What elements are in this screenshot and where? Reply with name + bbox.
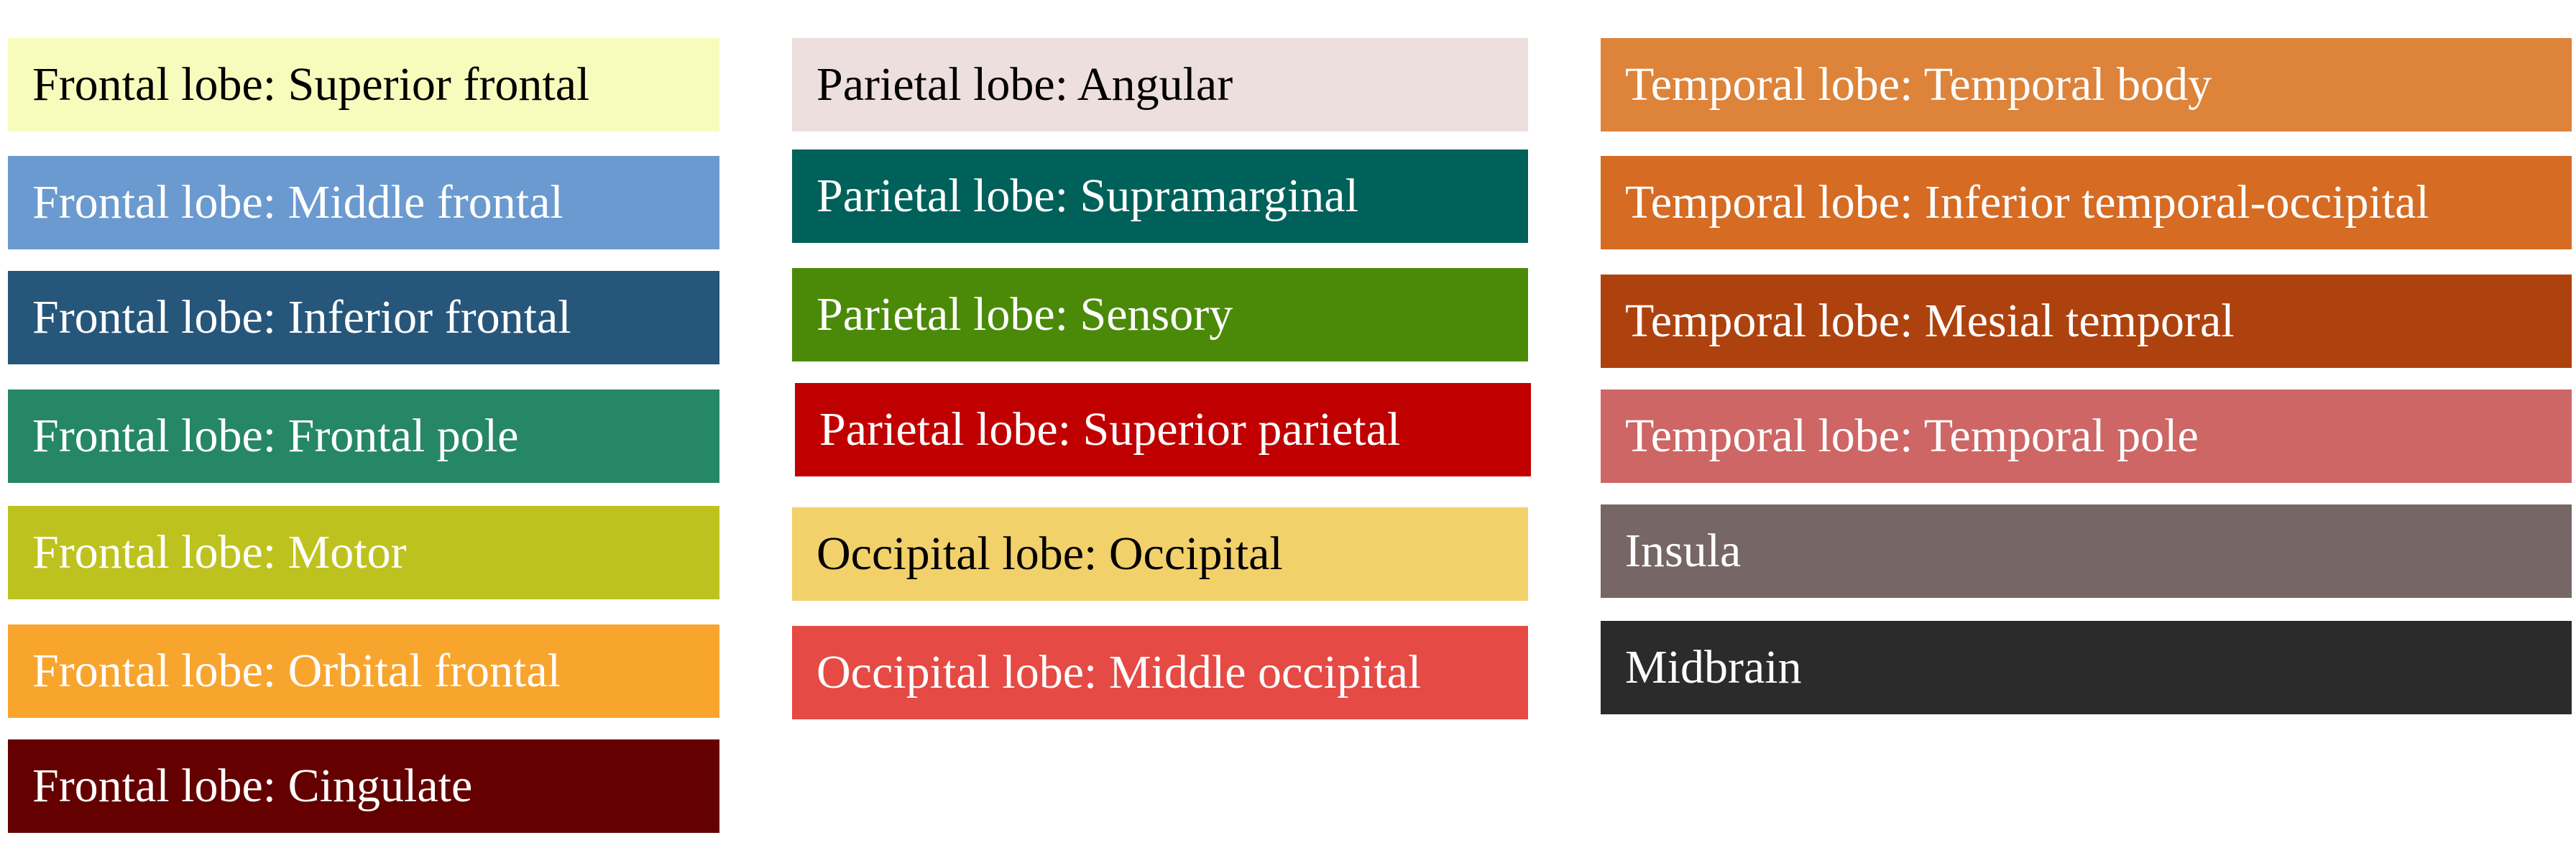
legend-swatch-sensory: Parietal lobe: Sensory: [792, 268, 1528, 361]
legend-swatch-midbrain: Midbrain: [1601, 621, 2572, 714]
legend-swatch-cingulate: Frontal lobe: Cingulate: [8, 739, 719, 833]
legend-swatch-frontal-pole: Frontal lobe: Frontal pole: [8, 389, 719, 483]
legend-swatch-angular: Parietal lobe: Angular: [792, 38, 1528, 132]
legend-swatch-temporal-pole: Temporal lobe: Temporal pole: [1601, 389, 2572, 483]
legend-swatch-middle-occipital: Occipital lobe: Middle occipital: [792, 626, 1528, 719]
legend-swatch-motor: Frontal lobe: Motor: [8, 506, 719, 599]
legend-swatch-supramarginal: Parietal lobe: Supramarginal: [792, 149, 1528, 243]
legend-swatch-middle-frontal: Frontal lobe: Middle frontal: [8, 156, 719, 249]
legend-swatch-occipital: Occipital lobe: Occipital: [792, 507, 1528, 601]
legend-swatch-orbital-frontal: Frontal lobe: Orbital frontal: [8, 624, 719, 718]
legend-swatch-mesial-temporal: Temporal lobe: Mesial temporal: [1601, 275, 2572, 368]
legend-swatch-superior-frontal: Frontal lobe: Superior frontal: [8, 38, 719, 132]
legend-swatch-inferior-frontal: Frontal lobe: Inferior frontal: [8, 271, 719, 364]
legend-swatch-temporal-body: Temporal lobe: Temporal body: [1601, 38, 2572, 132]
legend-swatch-superior-parietal: Parietal lobe: Superior parietal: [795, 383, 1531, 476]
legend-swatch-insula: Insula: [1601, 504, 2572, 598]
legend-swatch-inferior-temporal-occipital: Temporal lobe: Inferior temporal-occipit…: [1601, 156, 2572, 249]
